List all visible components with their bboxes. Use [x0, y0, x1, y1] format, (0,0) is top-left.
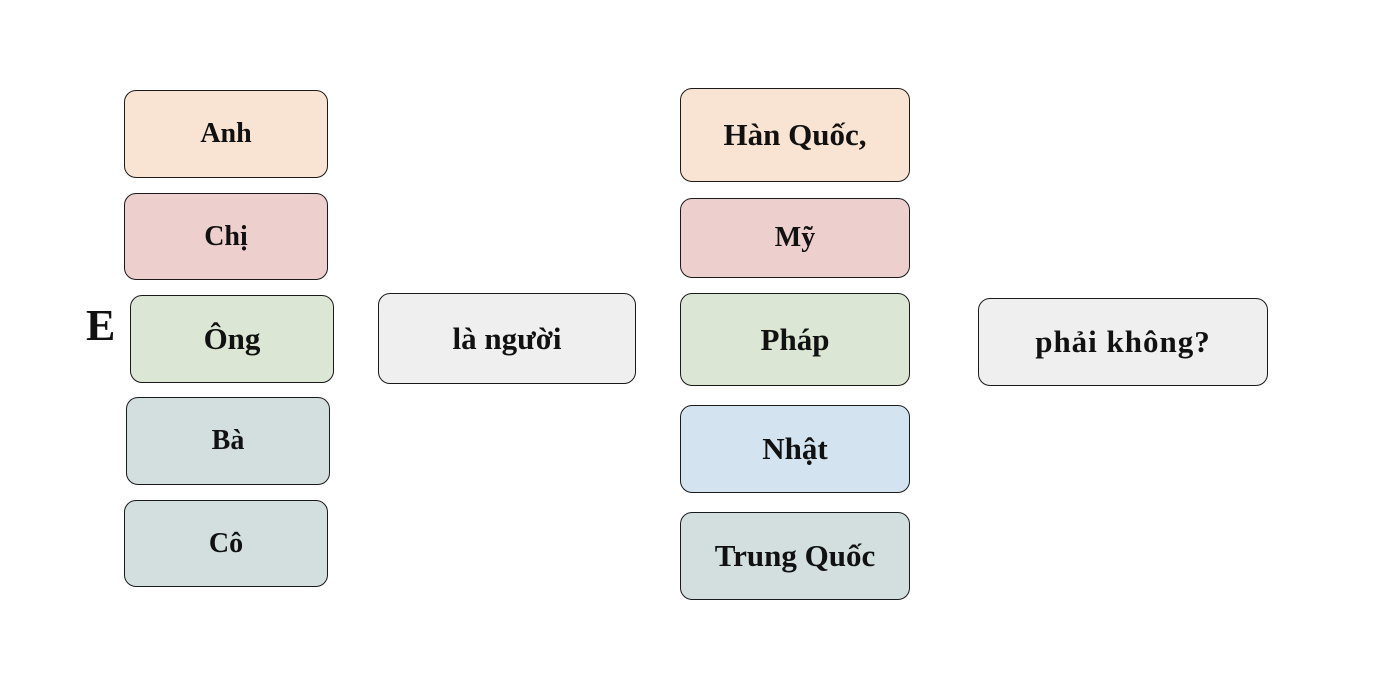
- nationality-box-my: Mỹ: [680, 198, 910, 278]
- pronoun-box-co: Cô: [124, 500, 328, 587]
- nationality-box-han-quoc: Hàn Quốc,: [680, 88, 910, 182]
- nationality-box-nhat: Nhật: [680, 405, 910, 493]
- nationality-box-phap: Pháp: [680, 293, 910, 386]
- ending-phrase-box: phải không?: [978, 298, 1268, 386]
- nationality-box-trung-quoc: Trung Quốc: [680, 512, 910, 600]
- pronoun-box-chi: Chị: [124, 193, 328, 280]
- pronoun-box-anh: Anh: [124, 90, 328, 178]
- middle-phrase-box: là người: [378, 293, 636, 384]
- prefix-letter: E: [86, 301, 116, 350]
- pronoun-box-ba: Bà: [126, 397, 330, 485]
- pronoun-box-ong: Ông: [130, 295, 334, 383]
